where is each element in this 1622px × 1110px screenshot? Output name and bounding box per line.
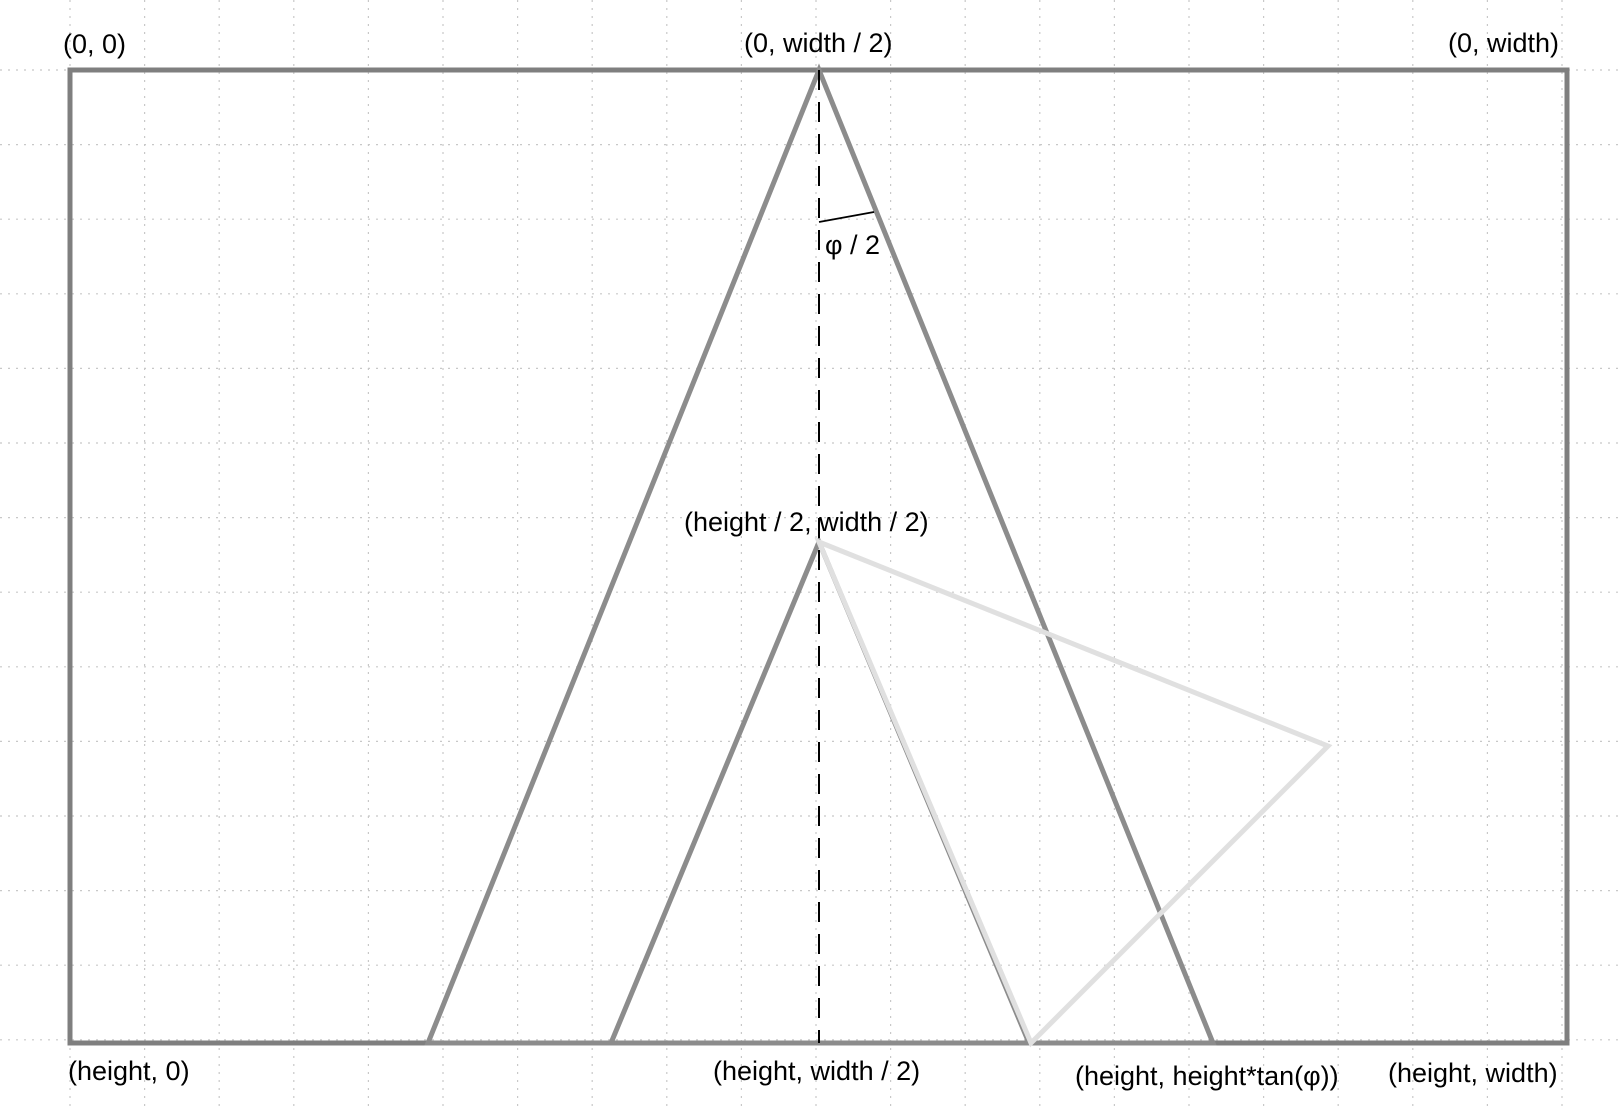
label-top-center: (0, width / 2) [744, 28, 893, 58]
label-top-right: (0, width) [1448, 28, 1559, 58]
label-bottom-tan: (height, height*tan(φ)) [1075, 1061, 1339, 1091]
label-bottom-right: (height, width) [1388, 1058, 1558, 1088]
label-mid-center: (height / 2, width / 2) [684, 507, 929, 537]
label-angle-phi-half: φ / 2 [825, 230, 880, 260]
rotated-triangle [814, 537, 1333, 1048]
label-top-left: (0, 0) [63, 29, 126, 59]
label-bottom-center: (height, width / 2) [713, 1056, 920, 1086]
angle-marker [818, 211, 875, 223]
label-bottom-left: (height, 0) [68, 1056, 190, 1086]
large-triangle [424, 63, 1217, 1046]
